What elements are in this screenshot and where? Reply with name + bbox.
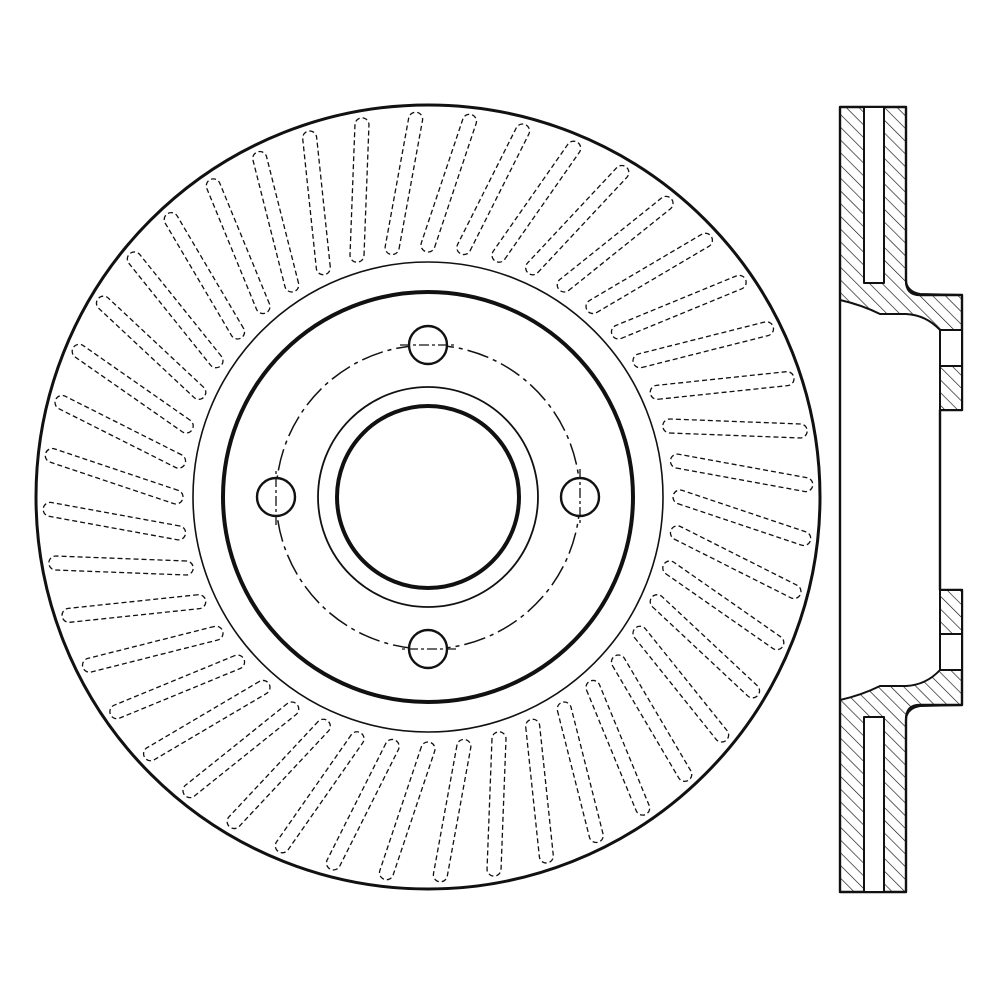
cooling-vane [226, 718, 331, 830]
cooling-vanes [42, 111, 814, 883]
lug-holes [255, 324, 601, 670]
stud-hole-lower [939, 589, 963, 635]
cooling-vane [95, 295, 207, 400]
cooling-vane [42, 501, 187, 541]
cooling-vane [525, 718, 554, 864]
cooling-vane [384, 111, 424, 256]
cooling-vane [142, 679, 271, 762]
cooling-vane [486, 731, 507, 877]
cooling-vane [610, 654, 693, 783]
cooling-vane [662, 560, 785, 651]
cooling-vane [649, 594, 761, 699]
cooling-vane [54, 394, 187, 469]
cooling-vane [71, 343, 194, 434]
cooling-vane [672, 489, 812, 547]
cooling-vane [525, 164, 630, 276]
center-bore [335, 404, 521, 590]
rotor-outer-edge [34, 103, 822, 891]
stud-hole-upper [939, 365, 963, 411]
rotor-front-view [34, 103, 822, 891]
cooling-vane [585, 232, 714, 315]
cooling-vane [182, 701, 300, 799]
cooling-vane [349, 117, 370, 263]
cooling-vane [378, 741, 436, 881]
vent-gap-lower [863, 716, 885, 893]
cooling-vane [126, 251, 224, 369]
cooling-vane [610, 274, 747, 340]
cooling-vane [48, 555, 194, 576]
cooling-vane [325, 738, 400, 871]
cooling-vane [556, 195, 674, 293]
hub-bore-pilot [317, 386, 539, 608]
cooling-vane [585, 679, 651, 816]
cooling-vane [61, 594, 207, 623]
cooling-vane [662, 418, 808, 439]
cooling-vane [44, 447, 184, 505]
cooling-vane [491, 140, 582, 263]
cooling-vane [556, 701, 604, 844]
cooling-vane [81, 625, 224, 673]
cooling-vane [302, 130, 331, 276]
friction-ring-inner-edge [192, 261, 664, 733]
vent-gap-upper [863, 106, 885, 284]
cooling-vane [205, 178, 271, 315]
rotor-cross-section [838, 105, 964, 894]
cooling-vane [456, 123, 531, 256]
cooling-vane [163, 211, 246, 340]
bolt-circle [275, 344, 581, 650]
cooling-vane [109, 654, 246, 720]
cooling-vane [432, 738, 472, 883]
cooling-vane [420, 113, 478, 253]
cooling-vane [274, 731, 365, 854]
cooling-vane [632, 625, 730, 743]
cooling-vane [649, 371, 795, 400]
cooling-vane [252, 150, 300, 293]
cooling-vane [632, 321, 775, 369]
cooling-vane [669, 453, 814, 493]
hat-outer-edge [221, 290, 635, 704]
cooling-vane [669, 525, 802, 600]
